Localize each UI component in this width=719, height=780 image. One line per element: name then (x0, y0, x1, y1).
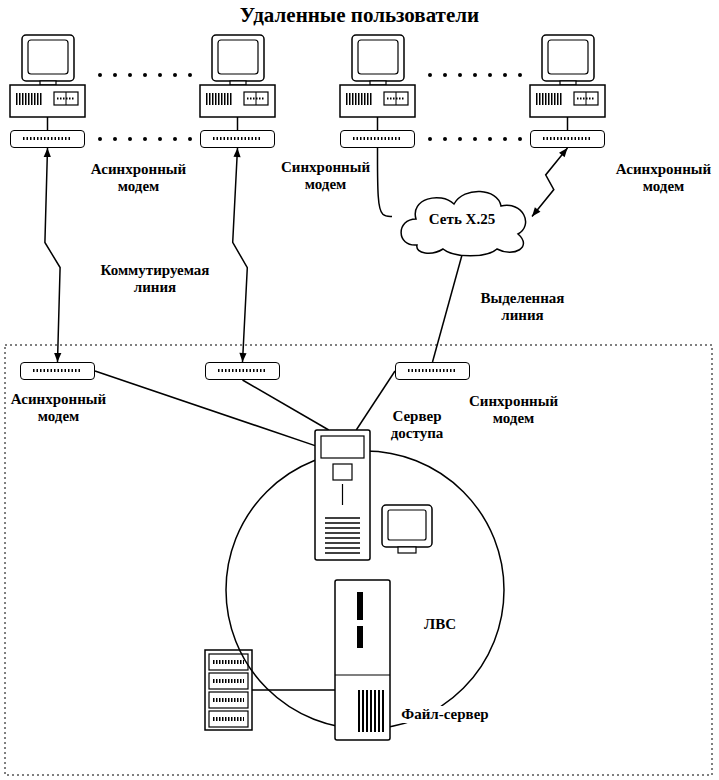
label-box: Синхронный модем (278, 159, 373, 194)
ellipsis-dot (473, 73, 477, 77)
label-box: ЛВС (415, 615, 465, 633)
modem: Асинхронный модем (20, 362, 95, 380)
network-cloud: Сеть X.25 (392, 185, 532, 255)
ellipsis-dot (98, 137, 102, 141)
label-box: Файл-сервер (395, 705, 495, 723)
modem-outline (21, 363, 94, 379)
ellipsis-dot (158, 137, 162, 141)
wire-link (95, 371, 315, 446)
modem-lights (218, 369, 267, 372)
ellipsis-dot (113, 137, 117, 141)
node-label: Сервер доступа (382, 408, 452, 443)
ellipsis-dot (503, 137, 507, 141)
ellipsis-dot (173, 137, 177, 141)
user-computer (10, 35, 85, 130)
cloud-outline (401, 191, 525, 255)
console-monitor (382, 505, 432, 553)
modem-lights (353, 137, 402, 140)
modem-outline (531, 131, 604, 147)
dialup-link (45, 148, 60, 362)
node-label: Файл-сервер (400, 706, 489, 723)
title: Удаленные пользователи (239, 3, 480, 27)
modem: Синхронный модем (340, 130, 415, 148)
edge-label: Выделенная линия (470, 290, 575, 325)
node-label: Синхронный модем (278, 159, 373, 194)
ellipsis-dot (173, 73, 177, 77)
modem (205, 362, 280, 380)
node-label: Асинхронный модем (86, 161, 191, 196)
user-computer (340, 35, 415, 130)
node-label: Асинхронный модем (611, 161, 716, 196)
ellipsis-dot (188, 73, 192, 77)
title-box: Удаленные пользователи (0, 3, 719, 27)
node-label: ЛВС (423, 616, 457, 633)
label-box: Асинхронный модем (6, 391, 111, 426)
user-computer (200, 35, 275, 130)
access-server: Сервер доступа (315, 430, 370, 560)
ellipsis-dot (98, 73, 102, 77)
edge-label-box: Выделенная линия (470, 290, 575, 325)
ellipsis-dot (458, 73, 462, 77)
access-server-outline (315, 430, 370, 560)
ellipsis-dot (128, 73, 132, 77)
wire-link (433, 255, 463, 362)
wire-link (378, 148, 393, 217)
ellipsis-dots (98, 73, 522, 141)
ellipsis-dot (188, 137, 192, 141)
file-server: Файл-сервер (335, 580, 390, 740)
wire-link (243, 380, 329, 430)
dialup-link (532, 148, 568, 217)
label-box: Асинхронный модем (611, 161, 716, 196)
dialup-link (233, 148, 248, 362)
node-label: Асинхронный модем (6, 391, 111, 426)
label-box: Синхронный модем (461, 393, 566, 428)
ellipsis-dot (458, 137, 462, 141)
ellipsis-dot (443, 137, 447, 141)
modem: Асинхронный модем (530, 130, 605, 148)
modem-outline (396, 363, 469, 379)
ellipsis-dot (113, 73, 117, 77)
ellipsis-dot (143, 73, 147, 77)
modem: Асинхронный модем (10, 130, 85, 148)
label-box: Сервер доступа (382, 408, 452, 443)
ellipsis-dot (128, 137, 132, 141)
modem-lights (33, 369, 82, 372)
modem-lights (543, 137, 592, 140)
site-boundary (5, 345, 712, 775)
modem-outline (341, 131, 414, 147)
ellipsis-dot (428, 137, 432, 141)
label-box: Сеть X.25 (392, 185, 532, 255)
ellipsis-dot (503, 73, 507, 77)
modem-outline (11, 131, 84, 147)
storage-array (205, 650, 335, 730)
ellipsis-dot (518, 137, 522, 141)
line-label-box: Коммутируемая линия (80, 262, 230, 297)
modem: Синхронный модем (395, 362, 470, 380)
file-server-outline (335, 580, 390, 740)
modem-outline (201, 131, 274, 147)
modem-outline (206, 363, 279, 379)
ellipsis-dot (473, 137, 477, 141)
modem (200, 130, 275, 148)
modem-lights (213, 137, 262, 140)
modem-lights (408, 369, 457, 372)
ellipsis-dot (428, 73, 432, 77)
ellipsis-dot (158, 73, 162, 77)
user-computer (530, 35, 605, 130)
ellipsis-dot (143, 137, 147, 141)
node-label: Синхронный модем (461, 393, 566, 428)
modem-lights (23, 137, 72, 140)
ellipsis-dot (443, 73, 447, 77)
node-label: Сеть X.25 (428, 211, 496, 228)
ellipsis-dot (518, 73, 522, 77)
label-box: Асинхронный модем (86, 161, 191, 196)
ellipsis-dot (488, 137, 492, 141)
note-label: Коммутируемая линия (80, 262, 230, 297)
ellipsis-dot (488, 73, 492, 77)
